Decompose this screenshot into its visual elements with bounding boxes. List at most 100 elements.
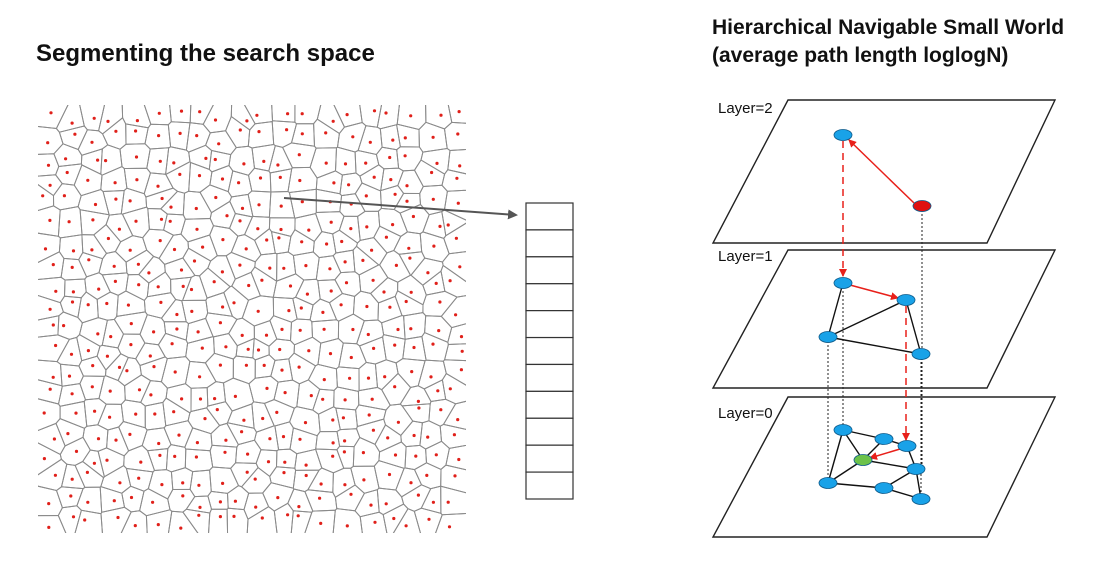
bucket-slot bbox=[525, 390, 574, 419]
seed-point bbox=[172, 161, 176, 165]
voronoi-cell bbox=[358, 361, 379, 392]
voronoi-cell bbox=[185, 317, 214, 344]
seed-point bbox=[70, 392, 74, 396]
projection-lines bbox=[827, 206, 923, 499]
seed-point bbox=[279, 204, 283, 208]
voronoi-cell bbox=[229, 193, 254, 218]
voronoi-cell bbox=[98, 250, 128, 276]
bucket-list bbox=[525, 202, 574, 500]
voronoi-cell bbox=[382, 503, 409, 533]
seed-point bbox=[49, 111, 53, 115]
seed-point bbox=[125, 369, 129, 373]
seed-point bbox=[430, 170, 434, 175]
seed-point bbox=[64, 157, 68, 161]
voronoi-cell bbox=[246, 506, 278, 533]
seed-point bbox=[300, 112, 304, 116]
voronoi-cell bbox=[80, 148, 103, 175]
voronoi-cell bbox=[96, 291, 119, 321]
voronoi-cell bbox=[227, 170, 253, 198]
seed-point bbox=[412, 433, 416, 438]
seed-point bbox=[134, 129, 138, 133]
seed-point bbox=[408, 256, 412, 260]
seed-point bbox=[297, 505, 301, 509]
seed-point bbox=[286, 513, 290, 517]
seed-point bbox=[325, 242, 329, 246]
voronoi-cell bbox=[185, 336, 215, 364]
voronoi-cell bbox=[435, 513, 466, 533]
node bbox=[897, 440, 917, 452]
seed-point bbox=[455, 176, 459, 180]
seed-point bbox=[438, 300, 442, 304]
seed-point bbox=[65, 170, 69, 175]
voronoi-cell bbox=[359, 105, 383, 128]
seed-point bbox=[436, 389, 440, 393]
seed-point bbox=[168, 219, 172, 223]
seed-point bbox=[246, 452, 250, 456]
seed-point bbox=[137, 476, 141, 480]
voronoi-cell bbox=[74, 509, 103, 533]
bucket-slot bbox=[525, 283, 574, 312]
graph-edge bbox=[827, 429, 844, 484]
layer-2-label: Layer=2 bbox=[718, 100, 773, 117]
voronoi-cell bbox=[38, 458, 68, 492]
seed-point bbox=[414, 454, 418, 458]
seed-point bbox=[181, 494, 185, 498]
seed-point bbox=[448, 279, 452, 283]
seed-point bbox=[300, 200, 304, 204]
voronoi-cell bbox=[255, 449, 278, 478]
seed-point bbox=[434, 281, 438, 285]
seed-point bbox=[245, 470, 249, 474]
seed-point bbox=[42, 411, 46, 415]
voronoi-cell bbox=[226, 507, 249, 533]
seed-point bbox=[91, 218, 95, 222]
seed-point bbox=[213, 157, 217, 162]
seed-point bbox=[178, 131, 182, 135]
seed-point bbox=[151, 500, 155, 504]
seed-point bbox=[200, 346, 204, 350]
seed-point bbox=[232, 301, 236, 305]
seed-point bbox=[340, 239, 344, 244]
seed-point bbox=[97, 287, 101, 291]
seed-point bbox=[343, 398, 347, 402]
seed-point bbox=[417, 406, 421, 410]
voronoi-cell bbox=[307, 467, 334, 493]
bucket-slot bbox=[525, 471, 574, 500]
seed-point bbox=[116, 515, 120, 520]
seed-point bbox=[393, 385, 397, 389]
voronoi-cell bbox=[38, 232, 61, 264]
seed-point bbox=[328, 352, 333, 356]
voronoi-cell bbox=[254, 252, 278, 283]
seed-point bbox=[416, 399, 420, 403]
node bbox=[906, 463, 926, 475]
node bbox=[833, 129, 853, 141]
seed-point bbox=[256, 309, 260, 313]
seed-point bbox=[307, 228, 311, 232]
seed-point bbox=[288, 284, 293, 288]
bucket-slot bbox=[525, 336, 574, 366]
seed-point bbox=[254, 505, 258, 509]
voronoi-seed-points bbox=[41, 109, 464, 530]
voronoi-cell bbox=[294, 448, 323, 471]
seed-point bbox=[218, 321, 222, 325]
seed-point bbox=[247, 283, 251, 288]
seed-point bbox=[329, 220, 333, 224]
seed-point bbox=[129, 343, 133, 347]
voronoi-cell bbox=[157, 332, 189, 360]
seed-point bbox=[244, 363, 248, 367]
voronoi-cell bbox=[38, 125, 64, 155]
voronoi-cell bbox=[294, 105, 322, 125]
voronoi-cell bbox=[316, 105, 346, 135]
seed-point bbox=[134, 155, 139, 159]
seed-point bbox=[106, 236, 110, 241]
voronoi-cell bbox=[337, 313, 365, 345]
seed-point bbox=[262, 363, 266, 367]
seed-point bbox=[159, 217, 164, 221]
node bbox=[833, 424, 853, 436]
voronoi-cell bbox=[101, 117, 127, 150]
seed-point bbox=[372, 346, 376, 350]
seed-point bbox=[459, 335, 464, 339]
seed-point bbox=[319, 482, 323, 486]
bucket-slot bbox=[525, 310, 574, 339]
seed-point bbox=[70, 121, 74, 125]
seed-point bbox=[425, 473, 429, 477]
